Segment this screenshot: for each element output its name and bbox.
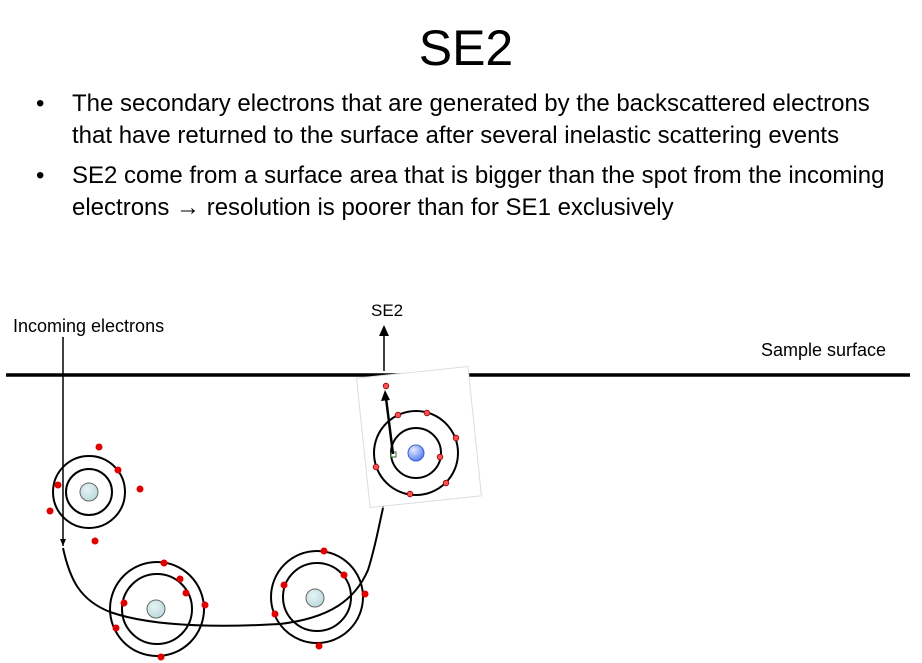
se2-path-arrowhead — [381, 390, 390, 401]
bullet-list: • The secondary electrons that are gener… — [30, 88, 910, 232]
atom-4 — [372, 382, 460, 498]
electron — [46, 507, 54, 515]
backscatter-trajectory — [62, 507, 384, 627]
electron — [372, 463, 380, 471]
electron — [394, 411, 402, 419]
atom-2 — [109, 559, 209, 661]
electron — [406, 490, 414, 498]
se2-label: SE2 — [371, 301, 404, 320]
electron — [280, 581, 288, 589]
electron — [160, 559, 168, 567]
atom-4-nucleus — [407, 444, 425, 462]
incoming-electrons-label: Incoming electrons — [13, 316, 165, 336]
atom-3-outer-orbit — [270, 550, 364, 644]
bullet-item-2: • SE2 come from a surface area that is b… — [30, 160, 910, 224]
bullet-text-2: SE2 come from a surface area that is big… — [72, 162, 885, 221]
electron — [176, 575, 184, 583]
electron — [452, 434, 460, 442]
se2-path — [384, 397, 395, 455]
atom-1-nucleus — [79, 482, 99, 502]
electron — [112, 624, 120, 632]
electron — [114, 466, 122, 474]
electron — [436, 453, 444, 461]
atom-3 — [270, 547, 369, 650]
atom-4-outer-orbit — [373, 410, 459, 496]
atom-3-nucleus — [305, 588, 325, 608]
electron — [340, 571, 348, 579]
bullet-dot: • — [36, 90, 45, 117]
electron — [361, 590, 369, 598]
bullet-text-1: The secondary electrons that are generat… — [72, 90, 870, 149]
incoming-beam-arrowhead — [60, 539, 66, 546]
electron — [201, 601, 209, 609]
atom-2-nucleus — [146, 599, 166, 619]
atom-2-inner-orbit — [121, 573, 193, 645]
electron — [315, 642, 323, 650]
electron — [320, 547, 328, 555]
electron — [95, 443, 103, 451]
electron — [91, 537, 99, 545]
bullet-dot: • — [36, 162, 45, 189]
atom-1-inner-orbit — [65, 468, 113, 516]
bullet-item-1: • The secondary electrons that are gener… — [30, 88, 910, 152]
atom-1-outer-orbit — [52, 455, 126, 529]
emitted-se2-electron — [382, 382, 390, 390]
electron — [54, 481, 62, 489]
electron — [136, 485, 144, 493]
electron — [423, 409, 431, 417]
slide-title: SE2 — [418, 20, 514, 76]
electron — [271, 610, 279, 618]
atom-1 — [46, 443, 144, 545]
electron — [442, 479, 450, 487]
electron — [182, 589, 190, 597]
atom-inset-box — [355, 365, 483, 509]
electron — [157, 653, 165, 661]
atom-3-inner-orbit — [282, 562, 352, 632]
atom-2-outer-orbit — [109, 561, 205, 657]
sample-surface-label: Sample surface — [761, 340, 887, 360]
electron — [120, 599, 128, 607]
se2-arrowhead — [379, 325, 389, 336]
